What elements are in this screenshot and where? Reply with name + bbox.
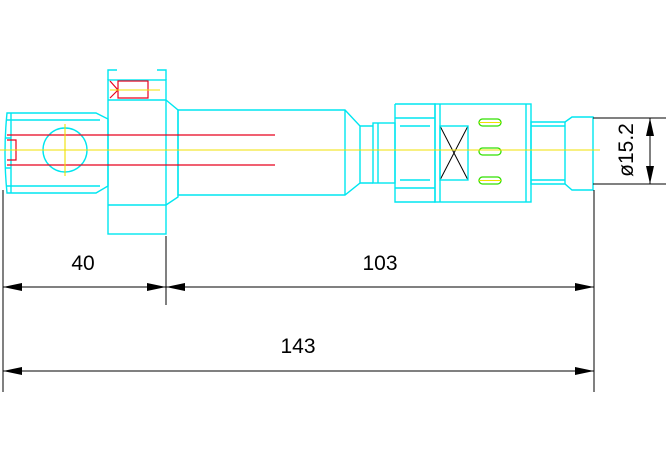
center-lines bbox=[0, 89, 600, 182]
hex-nut bbox=[394, 103, 436, 203]
part-outline bbox=[4, 69, 594, 235]
square-drive-cross bbox=[439, 125, 469, 181]
hidden-lines bbox=[7, 80, 275, 166]
taper-section bbox=[165, 99, 179, 206]
dimension-40: 40 bbox=[71, 252, 94, 275]
left-shaft bbox=[4, 112, 109, 194]
flange bbox=[107, 79, 167, 235]
collar bbox=[372, 122, 396, 184]
right-end-cylinder bbox=[530, 116, 594, 191]
dimension-diameter: ø15.2 bbox=[615, 123, 638, 177]
dimension-143: 143 bbox=[280, 335, 315, 358]
slot-middle bbox=[478, 147, 502, 156]
main-shaft bbox=[177, 109, 361, 196]
dimension-lines bbox=[2, 117, 666, 392]
slots bbox=[478, 118, 502, 185]
dimension-103: 103 bbox=[362, 252, 397, 275]
